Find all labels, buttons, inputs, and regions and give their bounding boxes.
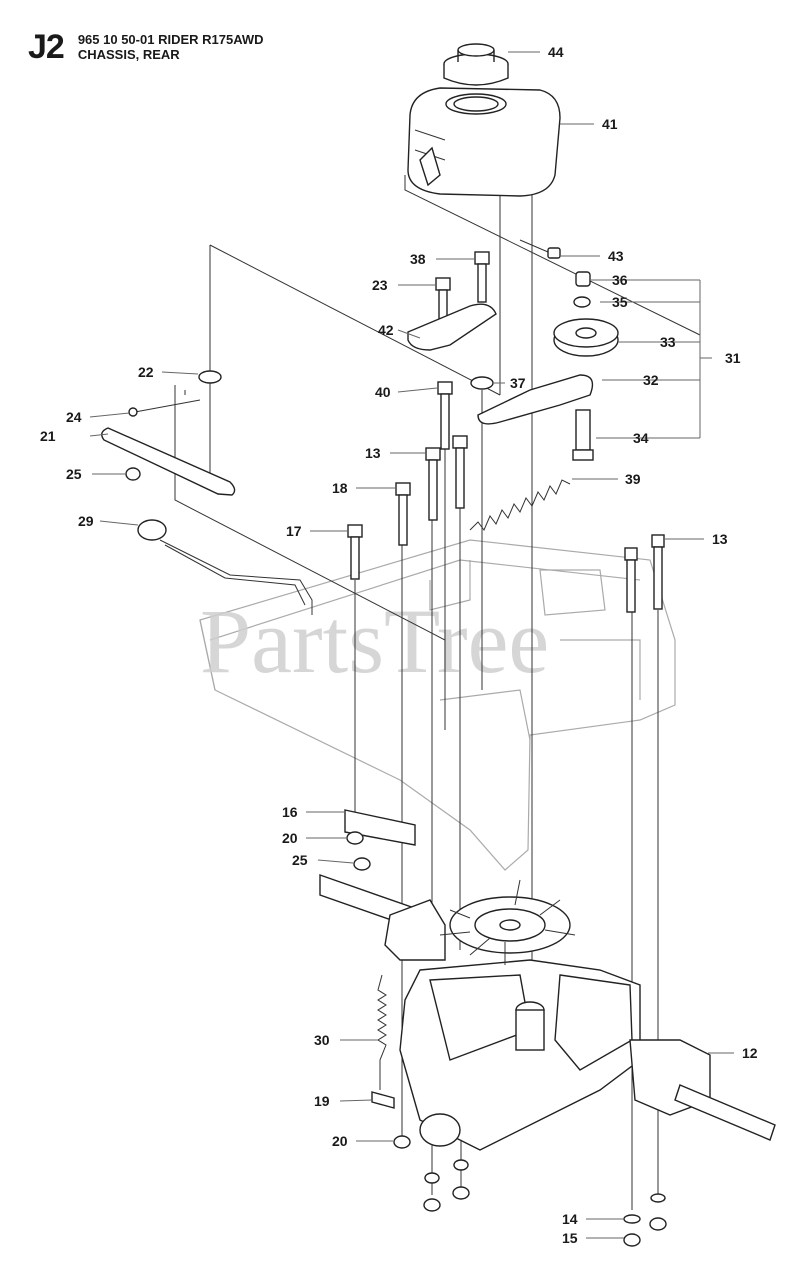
callout-22: 22 (138, 364, 154, 380)
callout-38: 38 (410, 251, 426, 267)
group-bracket-31 (596, 279, 712, 439)
callout-30: 30 (314, 1032, 330, 1048)
cooling-fan (439, 879, 576, 965)
callout-20: 20 (282, 830, 298, 846)
callout-36: 36 (612, 272, 628, 288)
callout-13b: 13 (712, 531, 728, 547)
callout-31: 31 (725, 350, 741, 366)
spacer-16 (344, 809, 416, 871)
exploded-view-lines (174, 175, 701, 1210)
callout-15: 15 (562, 1230, 578, 1246)
callout-labels: 44 41 43 38 36 23 35 42 33 31 22 37 32 4… (40, 44, 758, 1246)
spring-30 (371, 974, 411, 1149)
fuel-tank (407, 87, 561, 197)
washers-and-bolts (198, 370, 665, 613)
callout-44: 44 (548, 44, 564, 60)
rod-29 (137, 519, 313, 615)
fitting-43 (519, 239, 561, 259)
callout-37: 37 (510, 375, 526, 391)
callout-25b: 25 (292, 852, 308, 868)
callout-24: 24 (66, 409, 82, 425)
callout-19: 19 (314, 1093, 330, 1109)
fuel-cap (443, 43, 509, 86)
header-titles: 965 10 50-01 RIDER R175AWD CHASSIS, REAR (78, 32, 264, 62)
callout-42: 42 (378, 322, 394, 338)
bottom-hardware (423, 1159, 667, 1247)
callout-39: 39 (625, 471, 641, 487)
callout-33: 33 (660, 334, 676, 350)
callout-34: 34 (633, 430, 649, 446)
section-name: CHASSIS, REAR (77, 47, 180, 62)
callout-14: 14 (562, 1211, 578, 1227)
callout-32: 32 (643, 372, 659, 388)
watermark-text: PartsTree (200, 590, 549, 692)
bolt-38 (474, 251, 490, 303)
lever-21 (101, 399, 236, 496)
model-line: 965 10 50-01 RIDER R175AWD (77, 32, 264, 47)
callout-21: 21 (40, 428, 56, 444)
callout-29: 29 (78, 513, 94, 529)
callout-40: 40 (375, 384, 391, 400)
callout-25: 25 (66, 466, 82, 482)
spring-39 (469, 479, 571, 531)
section-code: J2 (28, 28, 65, 66)
callout-35: 35 (612, 294, 628, 310)
pulley-assembly (477, 271, 619, 461)
transaxle (319, 874, 776, 1151)
callout-23: 23 (372, 277, 388, 293)
callout-41: 41 (602, 116, 618, 132)
callout-20b: 20 (332, 1133, 348, 1149)
callout-16: 16 (282, 804, 298, 820)
callout-43: 43 (608, 248, 624, 264)
callout-17: 17 (286, 523, 302, 539)
callout-18: 18 (332, 480, 348, 496)
callout-13: 13 (365, 445, 381, 461)
callout-12: 12 (742, 1045, 758, 1061)
diagram-header: J2 965 10 50-01 RIDER R175AWD CHASSIS, R… (28, 30, 264, 64)
bracket-42 (407, 303, 497, 351)
